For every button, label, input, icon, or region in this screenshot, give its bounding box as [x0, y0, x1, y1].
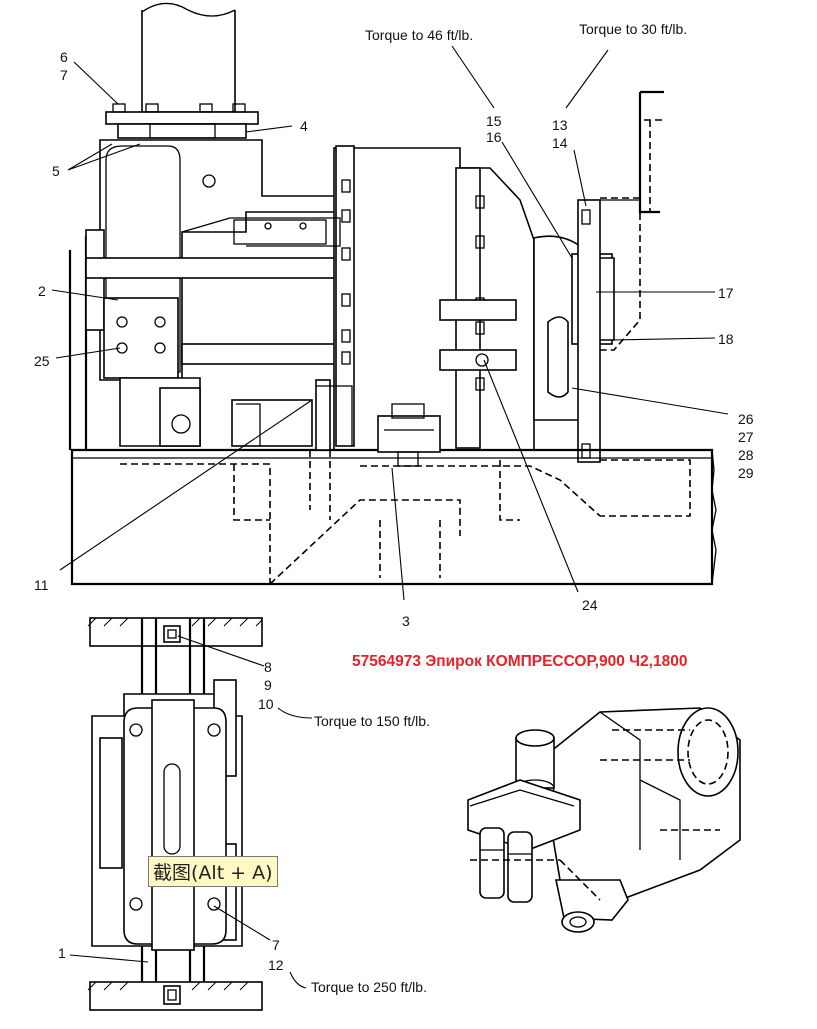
callout-28: 28: [738, 447, 754, 463]
leader-lines: [51, 45, 729, 989]
callout-24: 24: [582, 597, 598, 613]
callout-29: 29: [738, 465, 754, 481]
callout-25: 25: [34, 353, 50, 369]
main-assembly-drawing: [68, 2, 717, 586]
callout-16: 16: [486, 129, 502, 145]
callout-numbers: 6 7 4 5 2 25 11 3 24 15 16 13 14 17 18 2…: [34, 49, 754, 973]
callout-4: 4: [300, 118, 308, 134]
callout-3: 3: [402, 613, 410, 629]
callout-6: 6: [60, 49, 68, 65]
callout-1: 1: [58, 945, 66, 961]
isometric-compressor-drawing: [467, 707, 741, 933]
callout-14: 14: [552, 135, 568, 151]
callout-26: 26: [738, 411, 754, 427]
callout-10: 10: [258, 696, 274, 712]
callout-9: 9: [264, 677, 272, 693]
torque-note-30: Torque to 30 ft/lb.: [579, 21, 687, 37]
callout-13: 13: [552, 117, 568, 133]
callout-11: 11: [34, 577, 49, 593]
callout-17: 17: [718, 285, 734, 301]
detail-view-drawing: [87, 617, 263, 1011]
torque-note-46: Torque to 46 ft/lb.: [365, 27, 473, 43]
callout-8: 8: [264, 659, 272, 675]
callout-7: 7: [60, 67, 68, 83]
callout-2: 2: [38, 283, 46, 299]
callout-18: 18: [718, 331, 734, 347]
torque-note-150: Torque to 150 ft/lb.: [314, 713, 430, 729]
callout-15: 15: [486, 113, 502, 129]
callout-12: 12: [268, 957, 284, 973]
callout-7-detail: 7: [272, 937, 280, 953]
part-title: 57564973 Эпирок КОМПРЕССОР,900 Ч2,1800: [352, 653, 687, 670]
torque-note-250: Torque to 250 ft/lb.: [311, 979, 427, 995]
screenshot-tooltip: 截图(Alt + A): [148, 856, 278, 887]
callout-5: 5: [52, 163, 60, 179]
callout-27: 27: [738, 429, 754, 445]
